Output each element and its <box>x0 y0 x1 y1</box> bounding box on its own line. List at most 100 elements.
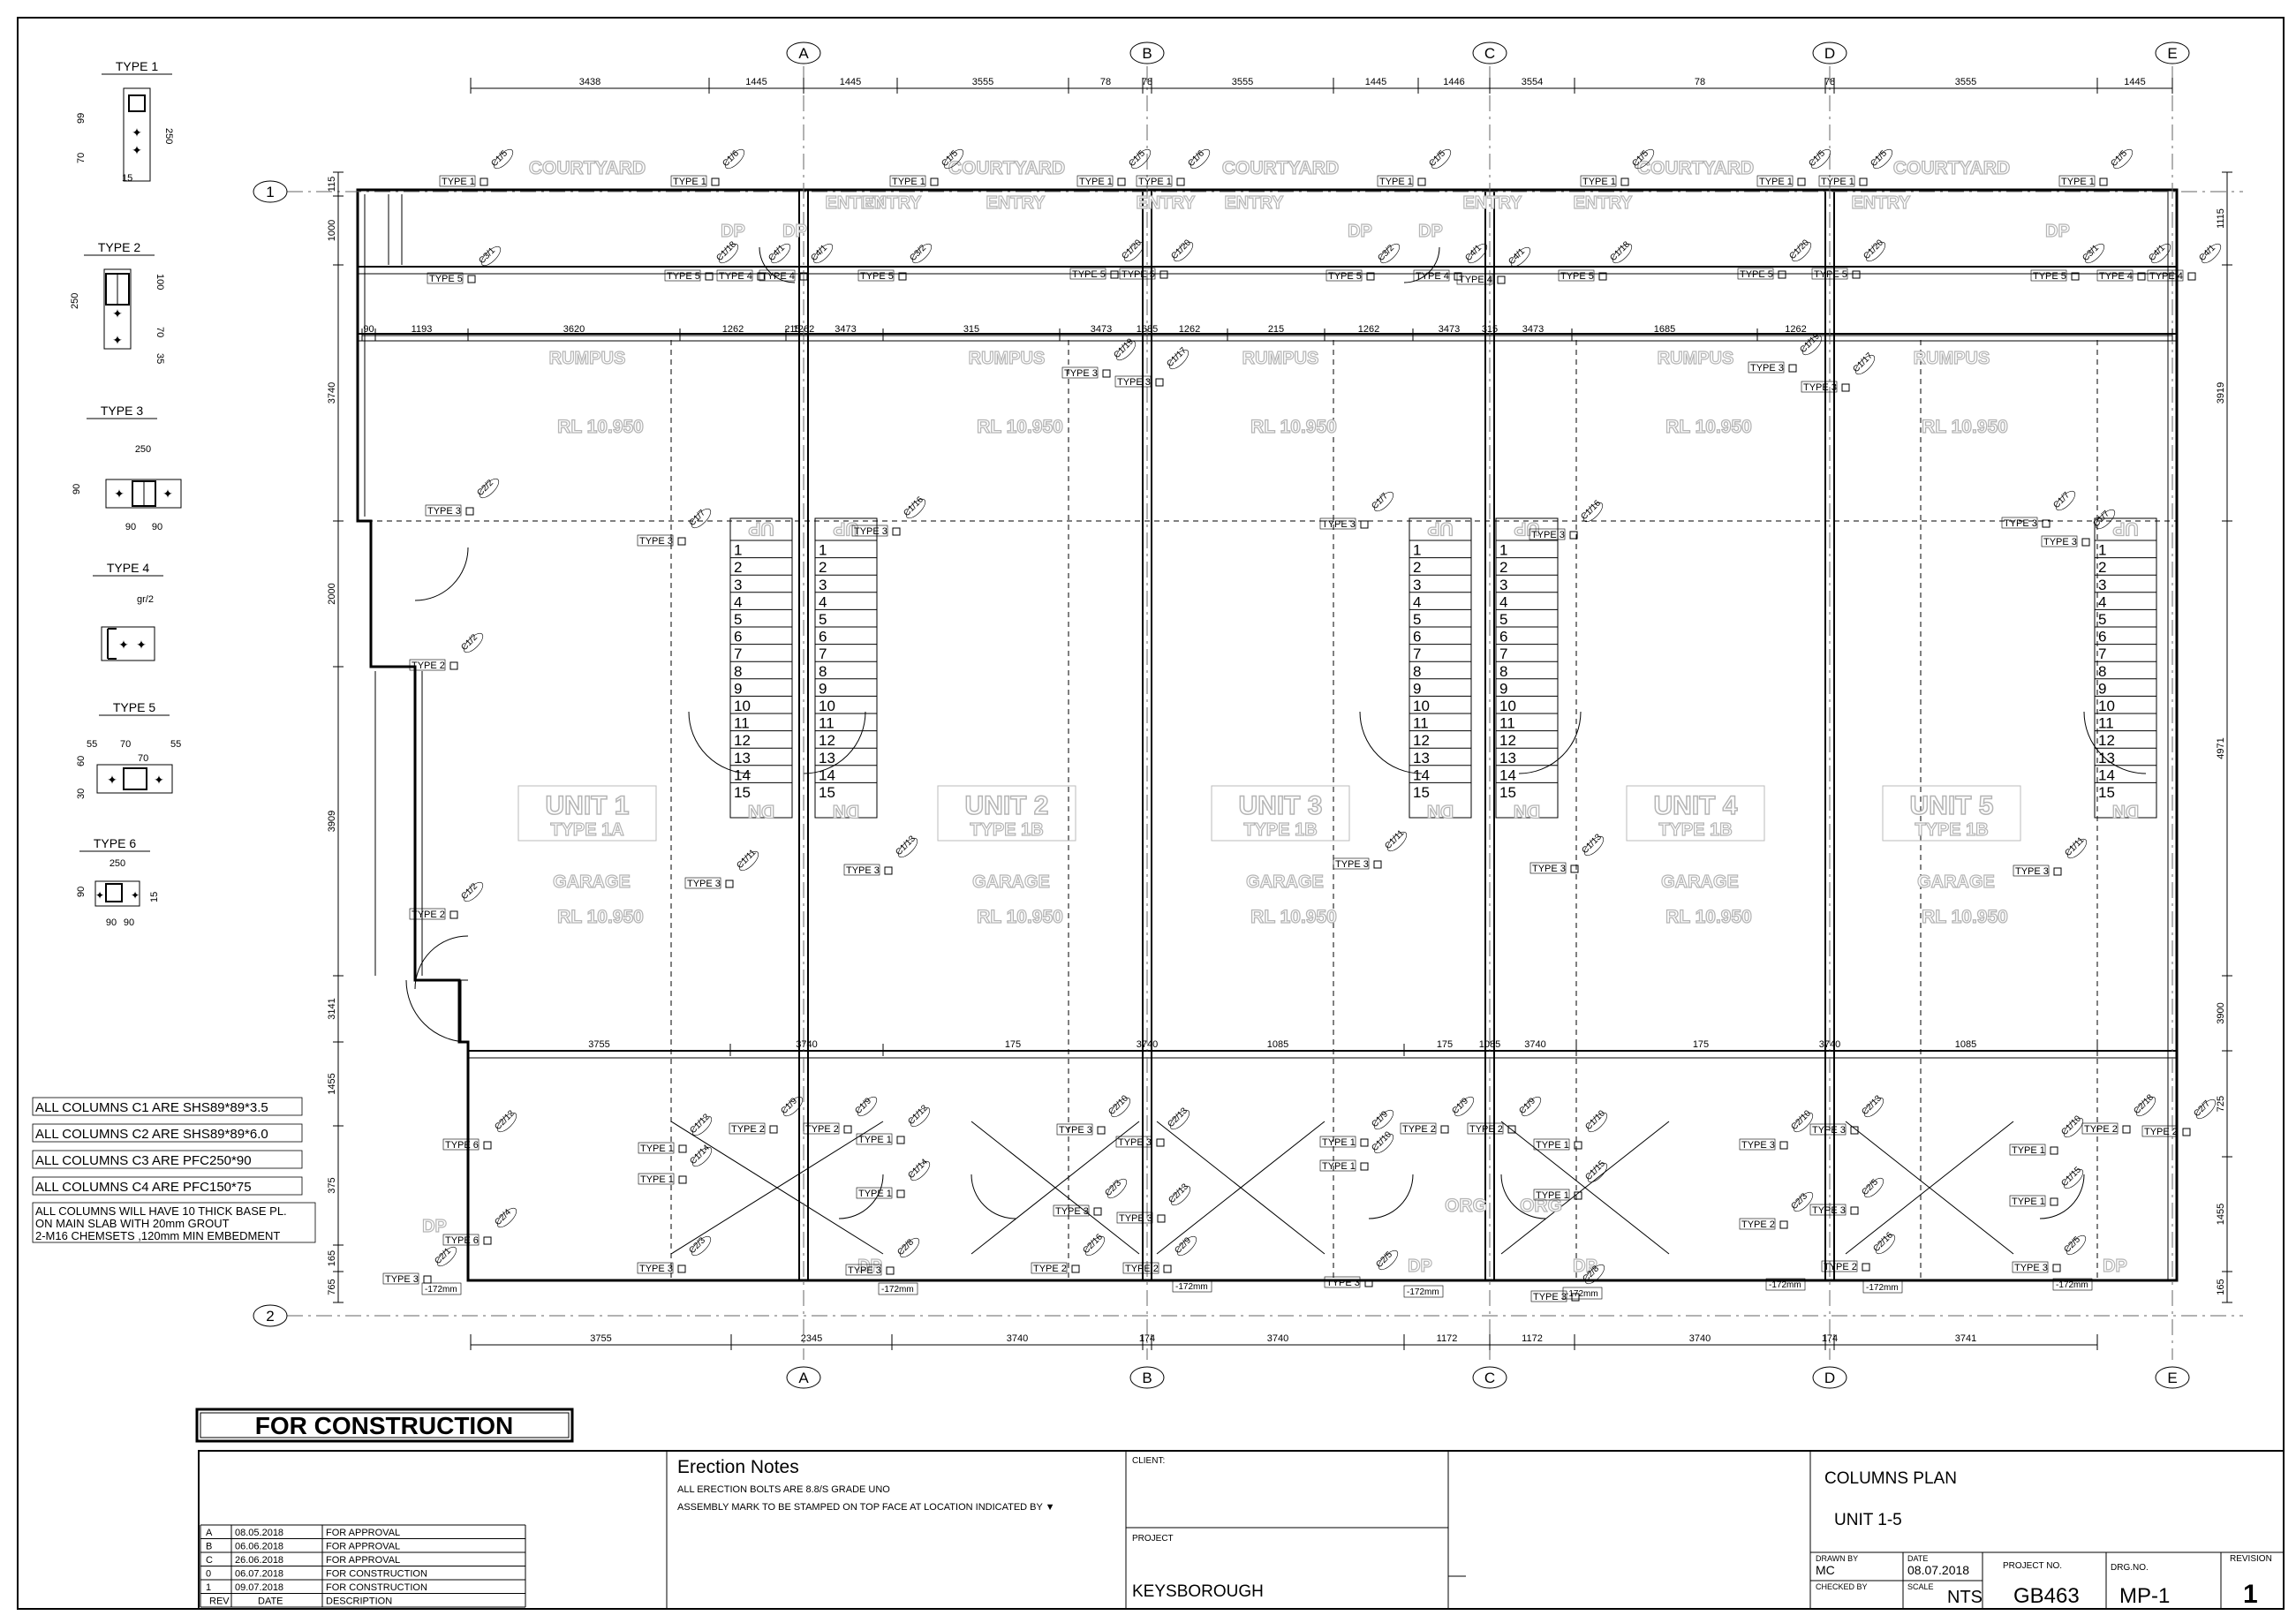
stair-step-number: 13 <box>734 750 751 766</box>
column-type-tag: TYPE 1 <box>673 177 706 187</box>
column-mark: C3/1 <box>2081 243 2101 263</box>
room-rumpus-level: RL 10.950 <box>557 417 644 437</box>
legend-bolt-icon: ✦ <box>136 638 147 652</box>
column-mark: C1/7 <box>2051 490 2072 510</box>
column-marker <box>2071 272 2080 281</box>
stair-step-number: 12 <box>1413 732 1430 749</box>
column-type-tag: TYPE 2 <box>731 1124 765 1135</box>
drawing-subtitle: UNIT 1-5 <box>1834 1511 1902 1529</box>
column-type-box <box>442 1234 480 1246</box>
legend-bolt-icon: ✦ <box>114 487 125 501</box>
column-marker <box>1097 1126 1106 1135</box>
column-mark: C1/12 <box>688 1112 712 1136</box>
legend-dim: 99 <box>76 113 87 124</box>
column-marker <box>1366 272 1375 281</box>
column-type-tag: TYPE 3 <box>1119 1213 1152 1224</box>
column-marker <box>1574 1191 1582 1200</box>
column-mark: C1/15 <box>2059 1165 2083 1189</box>
legend-type1-section <box>128 94 146 112</box>
rev-code: A <box>206 1528 213 1538</box>
room-garage: GARAGE <box>553 872 631 892</box>
stair-flight <box>2094 517 2157 819</box>
column-type-tag: TYPE 3 <box>1326 1278 1360 1288</box>
mid-dim-value: 175 <box>1005 1039 1021 1050</box>
column-marker <box>896 1189 905 1198</box>
room-entry: ENTRY <box>1224 193 1284 213</box>
legend-type1-plate <box>123 87 151 182</box>
client-label: CLIENT: <box>1132 1456 1165 1466</box>
stair-step-number: 7 <box>1499 645 1507 662</box>
column-type-box <box>2141 1125 2179 1137</box>
stair-up-label: UP <box>1427 518 1453 539</box>
stair-step-number: 8 <box>2098 663 2106 680</box>
stair-step-number: 9 <box>819 680 827 697</box>
column-mark: C1/16 <box>902 494 925 518</box>
column-mark: C1/9 <box>1517 1096 1537 1116</box>
column-type-tag: TYPE 2 <box>1033 1264 1067 1274</box>
column-mark: C1/7 <box>1370 491 1390 511</box>
column-mark: C1/19 <box>1798 331 1822 355</box>
rev-date: 08.05.2018 <box>235 1528 283 1538</box>
bottom-dim-value: 2345 <box>801 1333 822 1344</box>
revision-label: REVISION <box>2230 1554 2272 1564</box>
legend-bolt-icon: ✦ <box>112 333 123 347</box>
column-mark-bubble <box>1793 1112 1814 1133</box>
column-mark: C1/5 <box>1869 148 1889 169</box>
column-mark-bubble <box>2055 490 2076 511</box>
grid-bubble-label: D <box>1824 1370 1835 1386</box>
mid-dim-value: 175 <box>1693 1039 1709 1050</box>
column-mark-bubble <box>1584 1264 1605 1285</box>
column-marker <box>2099 177 2108 186</box>
column-mark-bubble <box>1467 243 1488 264</box>
stair-step-number: 9 <box>2098 680 2106 697</box>
grid-bubble-A <box>786 1366 821 1389</box>
column-note-box <box>32 1097 303 1116</box>
room-courtyard: COURTYARD <box>1637 158 1754 178</box>
column-mark: C2/18 <box>2132 1092 2156 1116</box>
column-type-box <box>2041 535 2078 547</box>
legend-dim: 60 <box>76 756 87 766</box>
stair-step-number: 1 <box>734 542 742 559</box>
room-courtyard: COURTYARD <box>1893 158 2010 178</box>
column-mark: C2/13 <box>1166 1106 1190 1129</box>
drg-no: MP-1 <box>2119 1584 2170 1608</box>
column-mark-bubble <box>496 1112 517 1133</box>
grid-bubble-1 <box>253 180 288 203</box>
bottom-dim-value: 1172 <box>1522 1333 1543 1344</box>
unit-type: TYPE 1B <box>1915 820 1988 840</box>
column-type-tag: TYPE 3 <box>1531 530 1565 540</box>
right-dim-value: 1455 <box>2216 1204 2226 1225</box>
mid-dim-value: 3755 <box>588 1039 609 1050</box>
room-rumpus-level: RL 10.950 <box>977 417 1063 437</box>
column-type-tag: TYPE 4 <box>2149 271 2183 282</box>
column-marker <box>1110 270 1119 279</box>
row-dim-value: 1262 <box>1358 324 1379 335</box>
column-mark-bubble <box>1587 1112 1608 1133</box>
column-mark-bubble <box>1169 1109 1190 1130</box>
stair-step-number: 11 <box>2098 715 2114 732</box>
room-garage-level: RL 10.950 <box>557 907 644 927</box>
column-mark-bubble <box>1170 1185 1191 1206</box>
column-type-tag: TYPE 1 <box>1759 177 1793 187</box>
column-mark: C4/1 <box>2147 243 2167 263</box>
column-mark: C2/8 <box>895 1237 916 1257</box>
column-marker <box>467 275 476 283</box>
stair-step-number: 12 <box>1499 732 1516 749</box>
column-type-tag: TYPE 3 <box>1117 377 1151 388</box>
column-type-box <box>1821 1260 1858 1272</box>
stair-step-number: 1 <box>2098 542 2106 559</box>
level-tag: -172mm <box>1769 1280 1801 1290</box>
grid-bubble-2 <box>253 1304 288 1327</box>
legend-dim: 30 <box>76 789 87 799</box>
room-garage-level: RL 10.950 <box>977 907 1063 927</box>
unit-box <box>517 785 657 842</box>
stair-step-number: 14 <box>1499 766 1516 783</box>
column-mark: C1/18 <box>714 239 738 263</box>
column-mark-bubble <box>691 1235 712 1257</box>
column-type-tag: TYPE 1 <box>1379 177 1413 187</box>
column-marker <box>423 1275 432 1284</box>
column-mark-bubble <box>691 1146 713 1167</box>
legend-dim: 250 <box>70 293 80 309</box>
column-type-box <box>637 534 674 547</box>
column-mark-bubble <box>1110 1097 1131 1118</box>
